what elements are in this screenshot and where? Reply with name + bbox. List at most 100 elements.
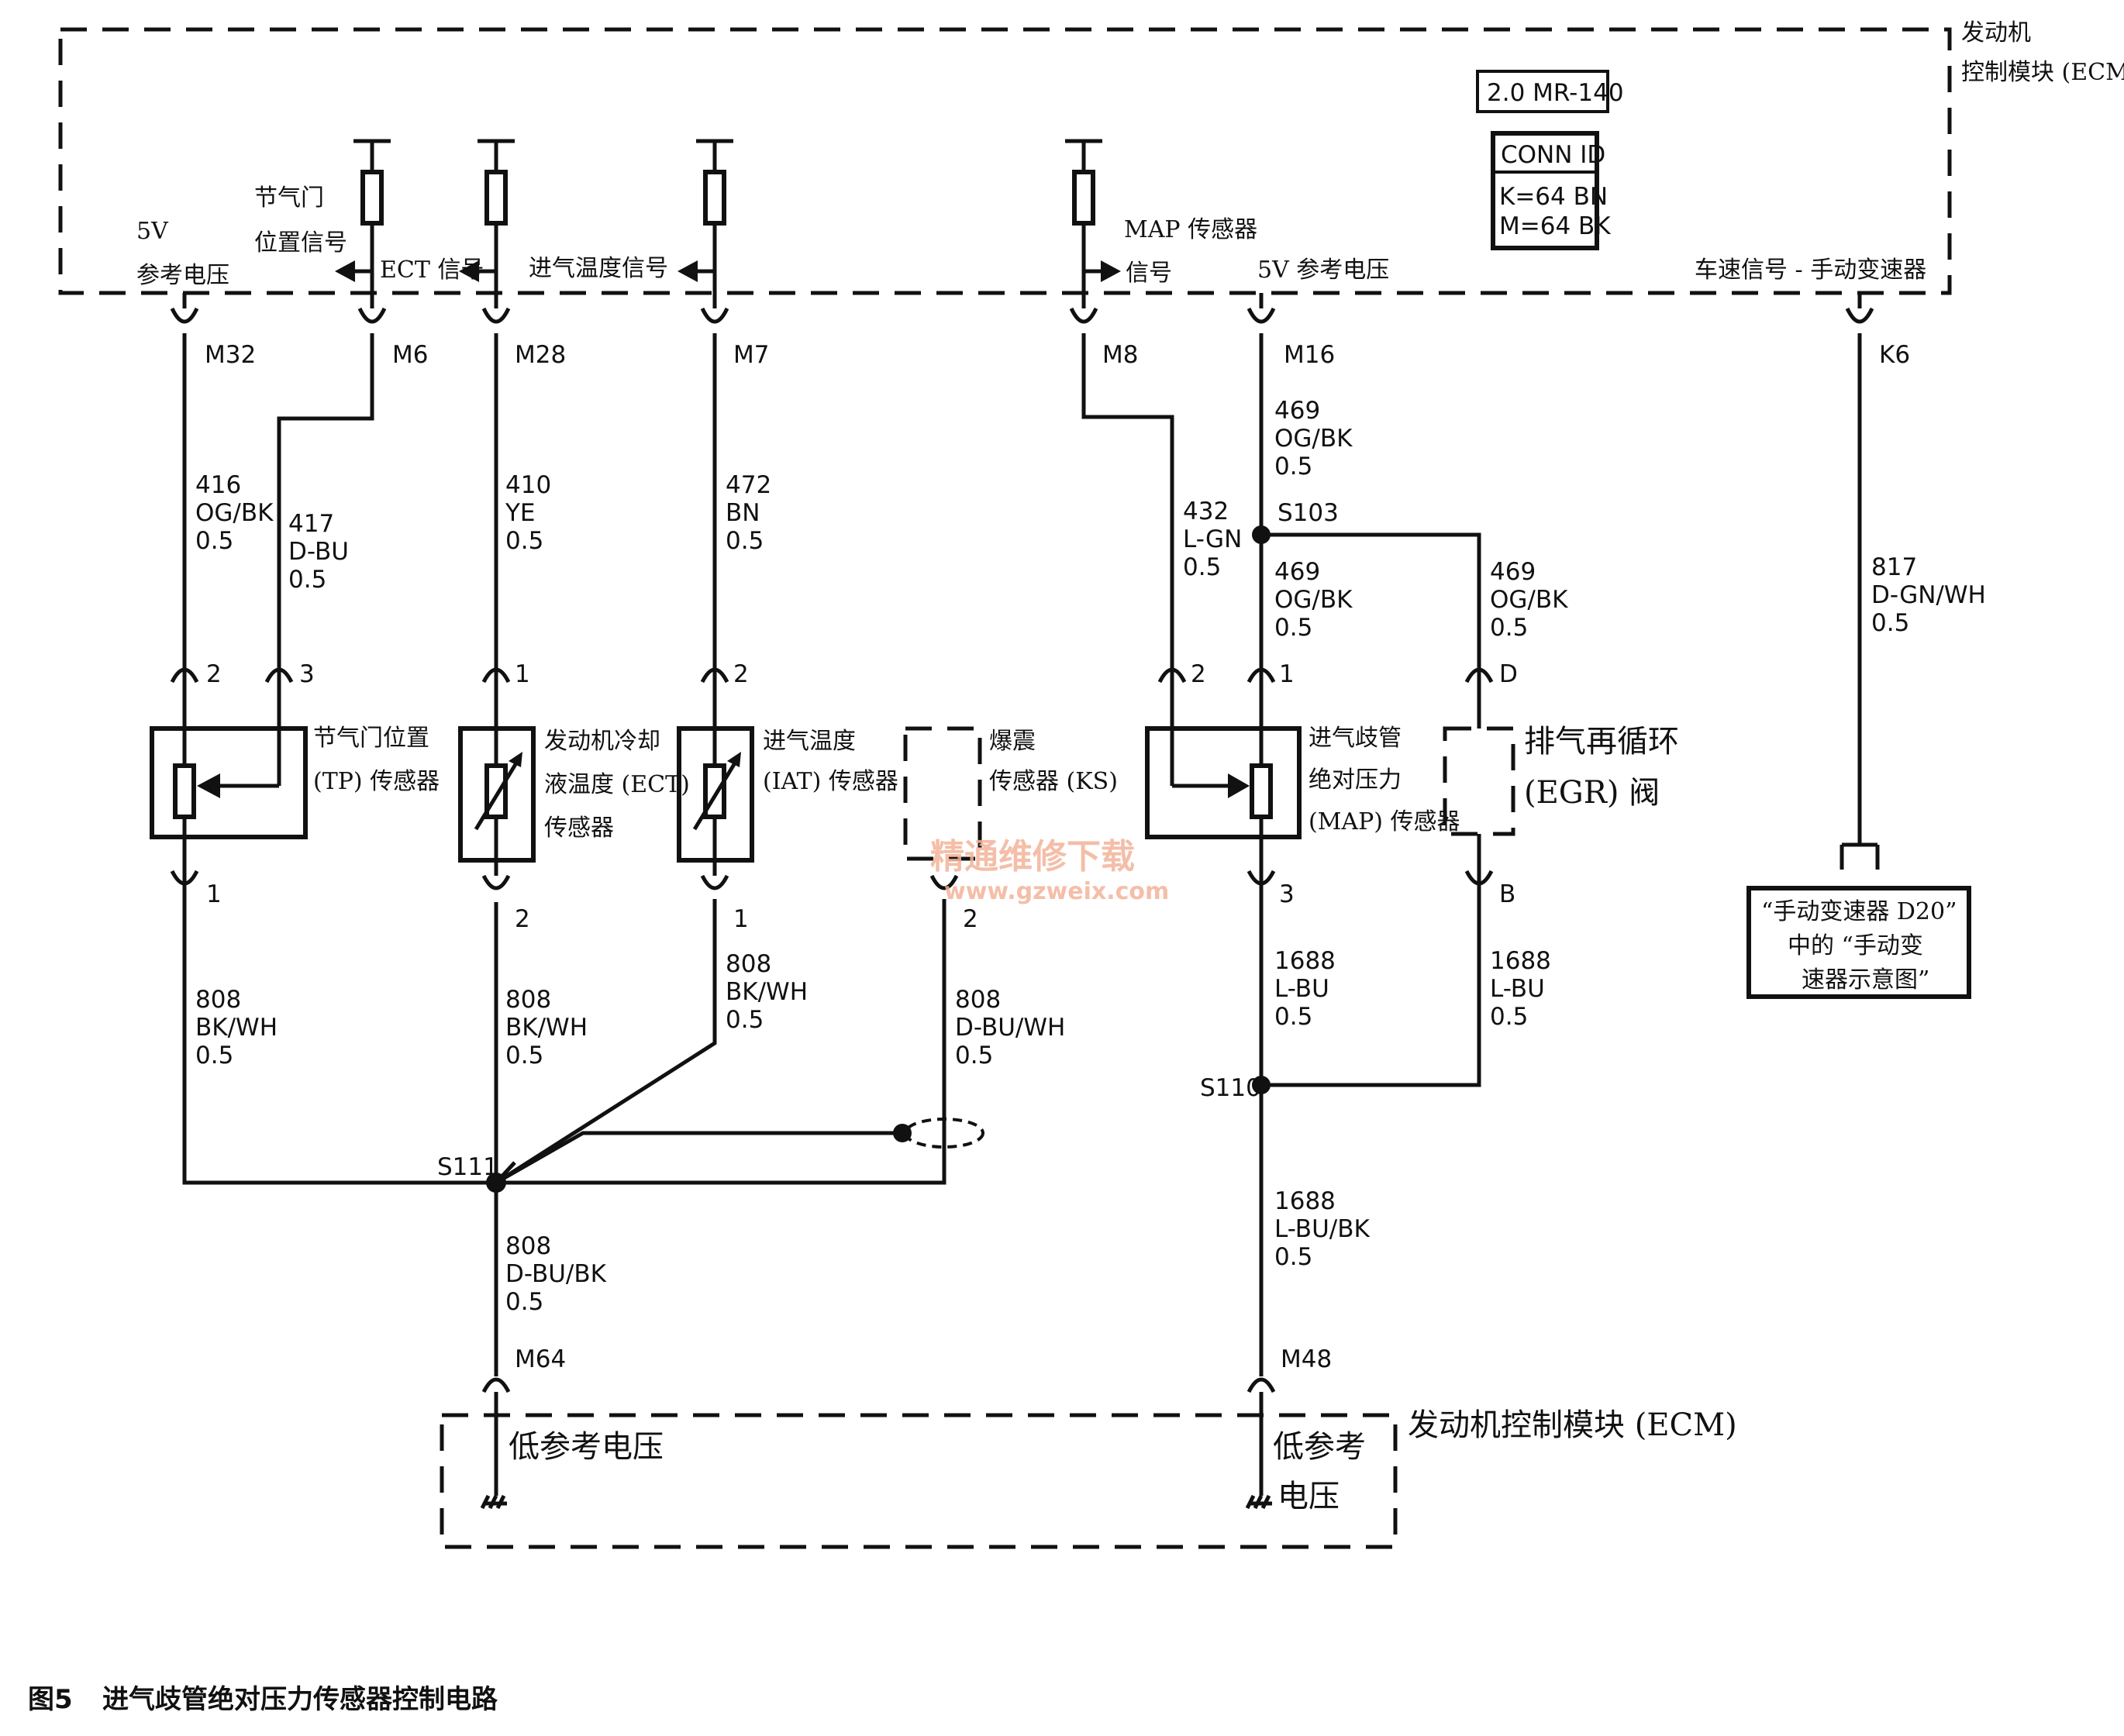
- sig-map-a: MAP 传感器: [1124, 216, 1257, 243]
- conn-id-k: K=64 BN: [1499, 183, 1608, 211]
- svg-text:YE: YE: [505, 499, 536, 527]
- wire-417: 417 D-BU 0.5: [288, 510, 349, 594]
- ect-pin-1: 1: [515, 660, 530, 688]
- sig-tp-b: 位置信号: [254, 229, 347, 257]
- pin-m64: M64: [515, 1345, 566, 1373]
- wire-416: 416 OG/BK 0.5: [195, 471, 274, 555]
- pin-m7: M7: [733, 341, 769, 369]
- figure-title: 进气歧管绝对压力传感器控制电路: [102, 1684, 498, 1715]
- svg-text:469: 469: [1274, 558, 1320, 586]
- map-pin-3: 3: [1279, 880, 1295, 908]
- splice-s103-label: S103: [1278, 499, 1339, 527]
- svg-text:L-GN: L-GN: [1183, 525, 1242, 553]
- ecm-internal-pullups: [335, 139, 1121, 308]
- svg-text:0.5: 0.5: [1490, 1003, 1528, 1031]
- tp-sensor: 2 3 1 节气门位置 (TP) 传感器: [150, 660, 440, 908]
- svg-text:0.5: 0.5: [726, 1006, 764, 1034]
- egr-label-a: 排气再循环: [1524, 724, 1679, 760]
- pin-m6: M6: [392, 341, 428, 369]
- splices: S103 S110 S111: [437, 499, 1339, 1193]
- tp-pin-3: 3: [299, 660, 315, 688]
- wire-469c: 469 OG/BK 0.5: [1490, 558, 1568, 642]
- svg-text:L-BU: L-BU: [1274, 975, 1329, 1003]
- ect-label-c: 传感器: [544, 815, 614, 842]
- svg-text:1688: 1688: [1274, 1187, 1336, 1215]
- ref-line-2: 中的 “手动变: [1788, 932, 1923, 959]
- sig-map-b: 信号: [1126, 260, 1172, 287]
- ect-label-b: 液温度 (ECT): [544, 771, 690, 798]
- svg-text:0.5: 0.5: [1274, 1003, 1312, 1031]
- svg-text:817: 817: [1871, 553, 1917, 581]
- pin-m28: M28: [515, 341, 566, 369]
- splice-s111-label: S111: [437, 1153, 498, 1181]
- ref-line-1: “手动变速器 D20”: [1761, 898, 1957, 925]
- svg-text:0.5: 0.5: [195, 1042, 233, 1070]
- svg-text:BK/WH: BK/WH: [726, 978, 808, 1006]
- svg-text:808: 808: [195, 986, 241, 1014]
- svg-text:469: 469: [1274, 397, 1320, 425]
- wire-432: 432 L-GN 0.5: [1183, 498, 1242, 581]
- manual-trans-reference: “手动变速器 D20” 中的 “手动变 速器示意图”: [1746, 842, 1971, 999]
- svg-text:472: 472: [726, 471, 771, 499]
- ks-sensor: 2 爆震 传感器 (KS): [903, 726, 1118, 933]
- svg-text:0.5: 0.5: [505, 527, 543, 555]
- sig-vss: 车速信号 - 手动变速器: [1695, 257, 1926, 284]
- ecm-bottom-module: 发动机控制模块 (ECM) 低参考电压 低参考 电压: [440, 1407, 1737, 1549]
- map-label-c: (MAP) 传感器: [1309, 808, 1460, 835]
- iat-pin-2: 2: [733, 660, 749, 688]
- svg-text:1688: 1688: [1490, 947, 1551, 975]
- svg-text:808: 808: [955, 986, 1001, 1014]
- svg-text:D-BU/BK: D-BU/BK: [505, 1260, 607, 1288]
- svg-text:469: 469: [1490, 558, 1536, 586]
- wire-808d: 808 D-BU/WH 0.5: [955, 986, 1065, 1070]
- svg-text:OG/BK: OG/BK: [1490, 586, 1568, 614]
- svg-text:0.5: 0.5: [195, 527, 233, 555]
- iat-label-a: 进气温度: [763, 728, 856, 755]
- svg-text:417: 417: [288, 510, 334, 538]
- map-label-b: 绝对压力: [1309, 766, 1402, 794]
- tp-label-a: 节气门位置: [313, 725, 429, 752]
- egr-valve: D B 排气再循环 (EGR) 阀: [1443, 660, 1679, 908]
- svg-text:808: 808: [505, 986, 551, 1014]
- svg-text:808: 808: [505, 1232, 551, 1260]
- map-sensor: 2 1 3 进气歧管 绝对压力 (MAP) 传感器: [1145, 660, 1460, 908]
- svg-text:0.5: 0.5: [1183, 553, 1221, 581]
- figure-number: 图5: [28, 1684, 73, 1715]
- ect-sensor: 1 2 发动机冷却 液温度 (ECT) 传感器: [458, 660, 690, 933]
- map-pin-1: 1: [1279, 660, 1295, 688]
- model-box: 2.0 MR-140: [1487, 79, 1624, 107]
- wire-469b: 469 OG/BK 0.5: [1274, 558, 1353, 642]
- pin-m48: M48: [1281, 1345, 1332, 1373]
- wire-808a: 808 BK/WH 0.5: [195, 986, 278, 1070]
- ect-pin-2: 2: [515, 905, 530, 933]
- svg-text:410: 410: [505, 471, 551, 499]
- wire-808b: 808 BK/WH 0.5: [505, 986, 588, 1070]
- wire-1688a: 1688 L-BU 0.5: [1274, 947, 1336, 1031]
- ks-label-a: 爆震: [989, 728, 1036, 755]
- low-ref-b2: 电压: [1278, 1479, 1340, 1514]
- svg-text:OG/BK: OG/BK: [1274, 425, 1353, 453]
- svg-text:0.5: 0.5: [726, 527, 764, 555]
- egr-label-b: (EGR) 阀: [1524, 775, 1660, 811]
- svg-text:0.5: 0.5: [1490, 614, 1528, 642]
- wire-808e: 808 D-BU/BK 0.5: [505, 1232, 607, 1316]
- map-label-a: 进气歧管: [1309, 725, 1402, 752]
- svg-text:OG/BK: OG/BK: [1274, 586, 1353, 614]
- sig-iat: 进气温度信号: [529, 255, 668, 282]
- map-pin-2: 2: [1191, 660, 1206, 688]
- wire-472: 472 BN 0.5: [726, 471, 771, 555]
- egr-pin-b: B: [1499, 880, 1515, 908]
- tp-label-b: (TP) 传感器: [313, 768, 440, 795]
- wire-469a: 469 OG/BK 0.5: [1274, 397, 1353, 480]
- svg-text:L-BU/BK: L-BU/BK: [1274, 1215, 1370, 1243]
- conn-id-m: M=64 BK: [1499, 212, 1611, 240]
- svg-text:808: 808: [726, 950, 771, 978]
- top-connector-pins: M32 M6 M28 M7 M8 M16 K6: [170, 293, 1910, 369]
- svg-text:OG/BK: OG/BK: [195, 499, 274, 527]
- wires: [182, 333, 1862, 1376]
- pin-m8: M8: [1102, 341, 1138, 369]
- pin-k6: K6: [1879, 341, 1910, 369]
- svg-text:0.5: 0.5: [1871, 609, 1909, 637]
- svg-text:BK/WH: BK/WH: [195, 1014, 278, 1042]
